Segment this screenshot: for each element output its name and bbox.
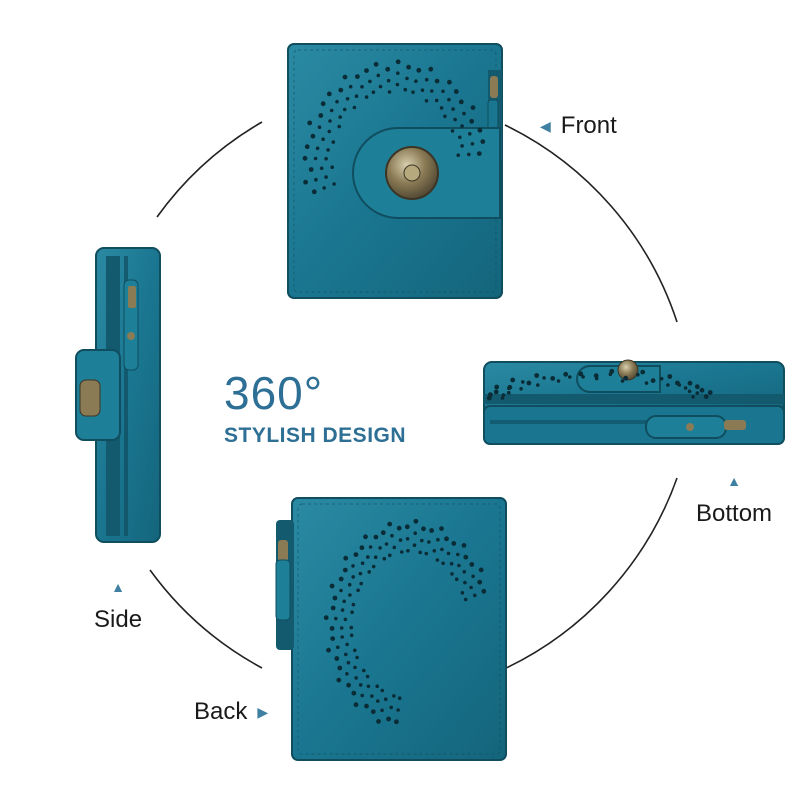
label-bottom-text: Bottom bbox=[696, 500, 773, 527]
wallet-front-image bbox=[287, 43, 503, 299]
label-back: Back ▶ bbox=[194, 698, 268, 726]
bottom-perforation-pattern bbox=[486, 368, 713, 401]
label-front-text: Front bbox=[560, 112, 617, 139]
back-perforation-pattern bbox=[323, 518, 487, 725]
wallet-side-image bbox=[75, 247, 161, 543]
headline-stylish-design: STYLISH DESIGN bbox=[224, 424, 407, 447]
label-side: ▲ Side bbox=[94, 580, 142, 634]
wallet-bottom-image bbox=[483, 359, 785, 445]
label-back-text: Back bbox=[194, 698, 248, 725]
label-front: ◀ Front bbox=[540, 112, 617, 140]
headline-360: 360° bbox=[224, 367, 324, 419]
label-side-text: Side bbox=[94, 606, 143, 633]
wallet-back-image bbox=[275, 497, 507, 761]
triangle-up-icon: ▲ bbox=[727, 473, 741, 489]
triangle-left-icon: ◀ bbox=[540, 118, 551, 134]
orbit-circle bbox=[149, 121, 678, 671]
triangle-right-icon: ▶ bbox=[257, 704, 269, 720]
label-bottom: ▲ Bottom bbox=[696, 474, 772, 528]
headline: 360° STYLISH DESIGN bbox=[224, 370, 406, 448]
front-perforation-pattern bbox=[302, 59, 486, 195]
triangle-up-icon: ▲ bbox=[111, 579, 125, 595]
